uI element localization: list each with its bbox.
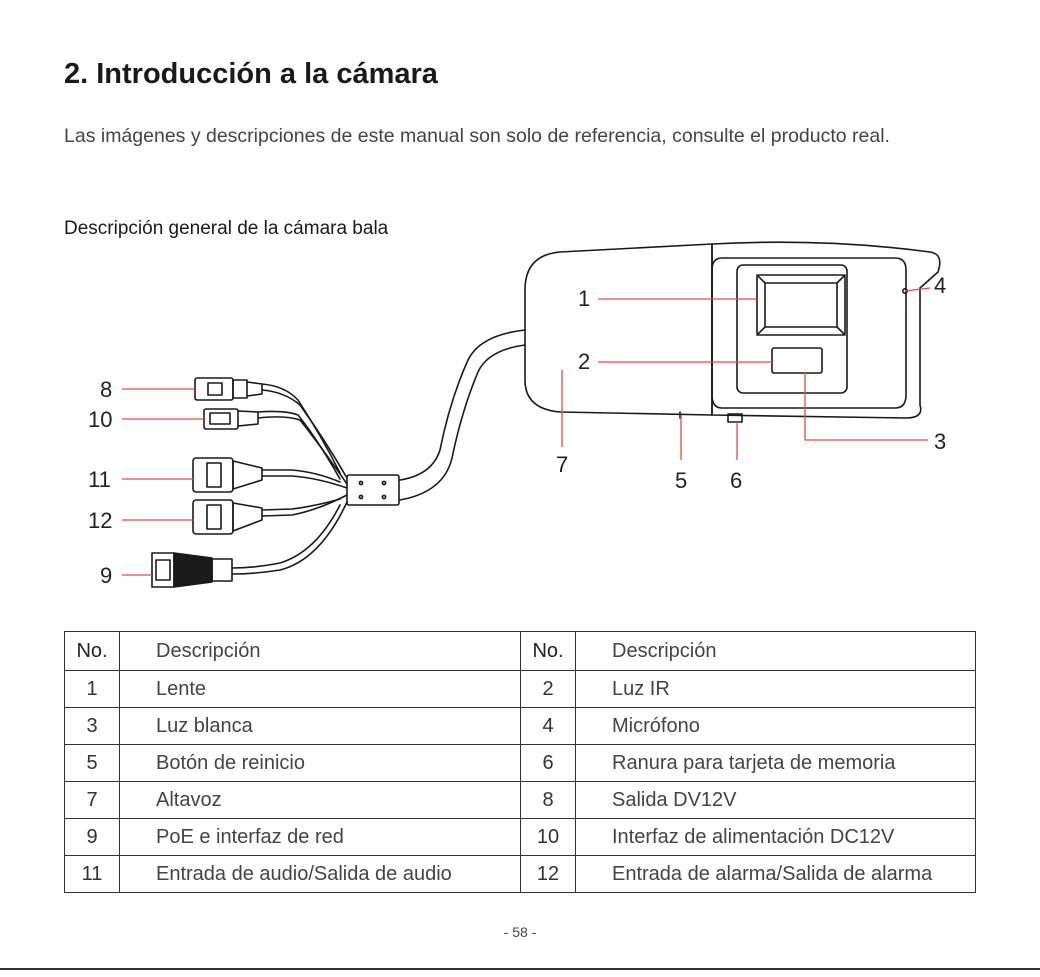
callout-10: 10 — [88, 407, 112, 432]
callout-11: 11 — [88, 467, 111, 492]
item-description: Salida DV12V — [575, 781, 976, 819]
header-no-right: No. — [520, 631, 576, 671]
sd-slot-icon — [727, 413, 743, 423]
cable-junction — [346, 474, 400, 506]
main-cable — [399, 329, 526, 501]
item-description: PoE e interfaz de red — [119, 818, 521, 856]
item-description: Interfaz de alimentación DC12V — [575, 818, 976, 856]
table-header-row: No. Descripción No. Descripción — [64, 631, 976, 671]
callout-8: 8 — [100, 377, 112, 402]
table-row: 3 Luz blanca 4 Micrófono — [64, 707, 976, 745]
item-description: Luz blanca — [119, 707, 521, 745]
table-row: 9 PoE e interfaz de red 10 Interfaz de a… — [64, 818, 976, 856]
item-description: Botón de reinicio — [119, 744, 521, 782]
callout-4: 4 — [934, 273, 946, 298]
table-row: 1 Lente 2 Luz IR — [64, 670, 976, 708]
callout-1: 1 — [578, 286, 590, 311]
camera-sunshield — [711, 241, 941, 419]
item-number: 9 — [64, 818, 120, 856]
item-number: 3 — [64, 707, 120, 745]
callout-3: 3 — [934, 429, 946, 454]
item-number: 10 — [520, 818, 576, 856]
rj45-connector — [173, 552, 213, 588]
item-description: Micrófono — [575, 707, 976, 745]
component-table: No. Descripción No. Descripción 1 Lente … — [64, 631, 976, 893]
camera-housing — [524, 243, 713, 416]
callout-12: 12 — [88, 508, 112, 533]
item-description: Lente — [119, 670, 521, 708]
item-number: 8 — [520, 781, 576, 819]
callout-9: 9 — [100, 563, 112, 588]
callout-7: 7 — [556, 452, 568, 477]
page-number: - 58 - — [503, 924, 537, 940]
camera-front-bezel — [711, 257, 907, 409]
section-title: 2. Introducción a la cámara — [64, 58, 438, 90]
lens-icon — [756, 274, 846, 336]
table-row: 11 Entrada de audio/Salida de audio 12 E… — [64, 855, 976, 893]
callout-5: 5 — [675, 468, 687, 493]
intro-paragraph: Las imágenes y descripciones de este man… — [64, 125, 890, 147]
ir-light-icon — [771, 347, 823, 374]
header-no-left: No. — [64, 631, 120, 671]
item-description: Altavoz — [119, 781, 521, 819]
item-description: Ranura para tarjeta de memoria — [575, 744, 976, 782]
header-description-right: Descripción — [575, 631, 976, 671]
item-number: 12 — [520, 855, 576, 893]
item-number: 2 — [520, 670, 576, 708]
diagram-subtitle: Descripción general de la cámara bala — [64, 218, 389, 239]
camera-diagram: 1 2 3 4 5 6 7 8 9 10 11 12 — [88, 241, 946, 588]
bottom-divider — [0, 968, 1040, 970]
item-description: Entrada de alarma/Salida de alarma — [575, 855, 976, 893]
callout-2: 2 — [578, 349, 590, 374]
item-description: Entrada de audio/Salida de audio — [119, 855, 521, 893]
callout-6: 6 — [730, 468, 742, 493]
item-number: 4 — [520, 707, 576, 745]
item-number: 6 — [520, 744, 576, 782]
item-number: 11 — [64, 855, 120, 893]
item-description: Luz IR — [575, 670, 976, 708]
item-number: 1 — [64, 670, 120, 708]
item-number: 7 — [64, 781, 120, 819]
item-number: 5 — [64, 744, 120, 782]
table-row: 5 Botón de reinicio 6 Ranura para tarjet… — [64, 744, 976, 782]
table-row: 7 Altavoz 8 Salida DV12V — [64, 781, 976, 819]
header-description-left: Descripción — [119, 631, 521, 671]
